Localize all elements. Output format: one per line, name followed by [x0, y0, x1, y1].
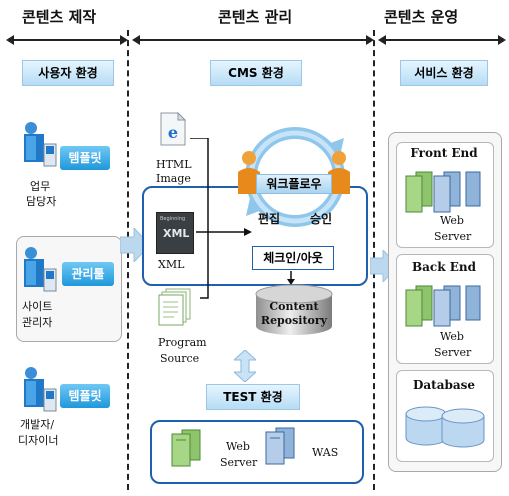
backend-server-line2: Server [434, 346, 472, 359]
frontend-server-icon [404, 170, 484, 218]
arrow-left-head [132, 35, 140, 45]
user-person-icon [22, 120, 58, 170]
arrow-left-head [378, 35, 386, 45]
user3-label-line1: 개발자/ [20, 418, 55, 431]
xml-label: XML [158, 258, 185, 271]
database-title: Database [412, 378, 476, 392]
user1-template-tag: 템플릿 [60, 146, 110, 170]
user3-template-tag: 템플릿 [60, 384, 110, 408]
header-arrow-management [138, 39, 366, 41]
backend-title: Back End [412, 260, 476, 274]
arrow-right-head [120, 35, 128, 45]
program-label-line1: Program [158, 336, 207, 349]
program-source-icon [158, 288, 192, 330]
frontend-title: Front End [410, 146, 478, 160]
workflow-approve: 승인 [310, 212, 333, 226]
xml-icon-text: XML [163, 227, 190, 240]
column-title-management: 콘텐츠 관리 [218, 8, 293, 26]
checkinout-label: 체크인/아웃 [252, 246, 334, 270]
user-person-icon [22, 365, 58, 415]
arrow-right-head [498, 35, 506, 45]
repository-label-line2: Repository [260, 314, 328, 327]
user2-admin-tool-tag: 관리툴 [62, 262, 114, 286]
header-arrow-operation [384, 39, 498, 41]
workflow-title: 워크플로우 [256, 174, 332, 194]
site-admin-box [16, 236, 122, 342]
backend-server-icon [404, 284, 484, 332]
program-label-line2: Source [160, 352, 200, 365]
user-person-icon [22, 245, 58, 295]
xml-icon-caption: Beginning [160, 216, 186, 222]
updown-arrow-icon [232, 349, 258, 386]
header-arrow-production [12, 39, 120, 41]
test-web-label-line1: Web [226, 440, 250, 453]
test-web-label-line2: Server [220, 456, 258, 469]
database-icon [404, 404, 488, 454]
xml-file-icon: Beginning XML [156, 212, 194, 254]
content-repository-icon [254, 284, 334, 340]
backend-server-line1: Web [440, 330, 464, 343]
test-environment-label: TEST 환경 [206, 384, 300, 410]
was-label: WAS [312, 446, 339, 459]
frontend-server-line1: Web [440, 214, 464, 227]
user1-label-line2: 담당자 [26, 195, 57, 208]
was-server-icon [262, 426, 302, 470]
user-environment-label: 사용자 환경 [22, 60, 114, 86]
file-connector-lines [186, 137, 256, 312]
service-environment-label: 서비스 환경 [400, 60, 488, 86]
frontend-server-line2: Server [434, 230, 472, 243]
column-separator [127, 30, 129, 490]
svg-text:e: e [168, 123, 178, 142]
column-title-operation: 콘텐츠 운영 [384, 8, 459, 26]
down-arrow-icon [286, 270, 296, 289]
user3-label-line2: 디자이너 [18, 434, 59, 447]
html-file-icon: e [160, 111, 187, 150]
arrow-left-head [6, 35, 14, 45]
editor-person-icon [236, 150, 262, 198]
workflow-edit: 편집 [258, 212, 281, 226]
approver-person-icon [326, 150, 352, 198]
html-label-line1: HTML [156, 158, 192, 171]
column-title-production: 콘텐츠 제작 [22, 8, 97, 26]
html-label-line2: Image [156, 172, 191, 185]
user1-label-line1: 업무 [30, 180, 51, 193]
repository-label-line1: Content [269, 300, 319, 313]
cms-environment-label: CMS 환경 [210, 60, 302, 86]
user2-label-line2: 관리자 [22, 316, 53, 329]
user2-label-line1: 사이트 [22, 300, 53, 313]
web-server-icon [168, 428, 208, 472]
arrow-right-head [366, 35, 374, 45]
